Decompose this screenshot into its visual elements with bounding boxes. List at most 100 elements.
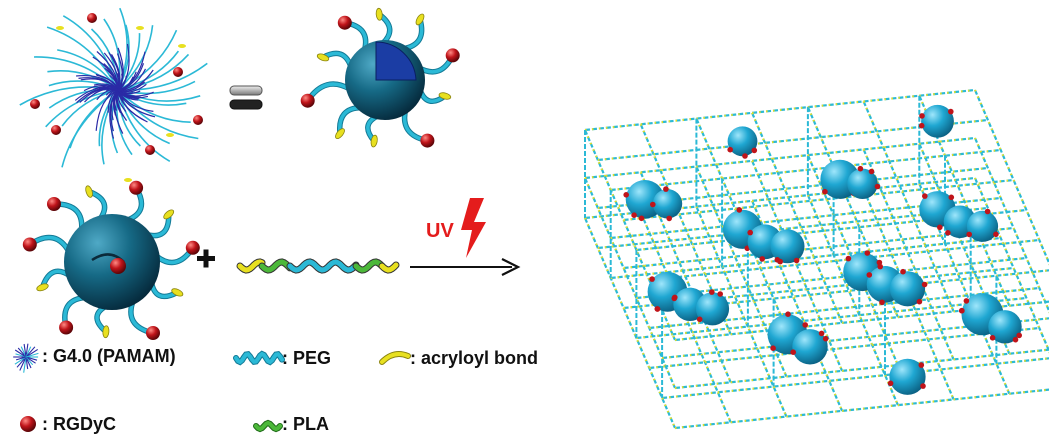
rgd-bead xyxy=(879,299,885,306)
network-dendrimer xyxy=(889,271,926,307)
legend-peg-icon xyxy=(234,351,284,365)
peg-pla-crosslinker xyxy=(236,258,400,274)
network-crosslink xyxy=(674,348,1049,389)
network-crosslink xyxy=(674,300,1049,341)
rgd-bead xyxy=(866,272,873,278)
network-strand xyxy=(661,357,1049,400)
network-crosslink xyxy=(623,179,1014,221)
rgd-bead xyxy=(445,48,460,63)
network-strand xyxy=(973,137,1049,314)
functionalized-dendrimer-bottom xyxy=(22,180,200,340)
rgd-bead xyxy=(623,192,629,198)
dendrimer-core-branch xyxy=(110,73,119,91)
rgd-bead xyxy=(922,193,928,199)
rgd-bead xyxy=(51,125,61,135)
legend-dendrimer-icon xyxy=(25,356,29,370)
equals-icon xyxy=(229,85,263,110)
network-dendrimer xyxy=(695,292,730,326)
rgd-bead xyxy=(948,194,955,201)
dendrimer-core-branch xyxy=(117,63,145,91)
acryloyl-tip xyxy=(36,283,49,292)
acryloyl-tip xyxy=(166,133,174,137)
acryloyl-tip xyxy=(124,178,132,182)
acryloyl-tip xyxy=(85,185,93,198)
acryloyl-tip xyxy=(163,209,175,220)
dendrimer-core-branch xyxy=(74,86,119,101)
rgd-bead xyxy=(818,330,825,337)
network-crosslink xyxy=(974,89,1049,266)
network-crosslink xyxy=(695,206,788,417)
legend-dendrimer-icon xyxy=(25,356,32,369)
chain-segment xyxy=(259,259,293,273)
rgd-bead xyxy=(887,380,894,387)
rgd-bead xyxy=(921,281,928,288)
legend-dendrimer-icon xyxy=(14,356,27,365)
rgd-bead xyxy=(759,256,765,262)
rgd-bead xyxy=(919,113,925,119)
acryloyl-tip xyxy=(438,92,452,100)
reaction-arrow-icon xyxy=(410,258,521,276)
rgd-bead xyxy=(742,153,748,159)
legend-dendrimer-icon xyxy=(17,347,27,358)
network-crosslink xyxy=(751,160,844,372)
dendrimer-arm xyxy=(117,89,199,140)
rgd-bead xyxy=(649,276,655,282)
acryloyl-tip xyxy=(415,13,425,26)
network-crosslink xyxy=(751,112,844,324)
acryloyl-tip xyxy=(56,26,64,30)
rgd-bead xyxy=(868,168,875,175)
acryloyl-tip xyxy=(316,53,330,62)
rgd-bead xyxy=(650,201,656,208)
network-dendrimer xyxy=(921,104,954,138)
rgd-bead xyxy=(736,207,743,213)
legend-dendrimer-icon xyxy=(19,356,27,371)
network-crosslink xyxy=(623,227,1014,269)
rgd-bead xyxy=(420,133,435,148)
rgd-bead xyxy=(717,291,723,297)
rgd-bead xyxy=(638,215,645,222)
rgd-bead xyxy=(857,165,864,172)
network-crosslink xyxy=(636,297,1027,339)
dendrimer-arm xyxy=(46,26,119,91)
rgd-bead xyxy=(966,231,972,238)
network-crosslink xyxy=(636,209,1027,251)
acryloyl-tip xyxy=(335,128,345,139)
dendrimer-core-branch xyxy=(117,43,130,91)
legend-icons xyxy=(13,343,411,433)
rgd-bead xyxy=(110,258,126,274)
network-crosslink xyxy=(674,388,1049,429)
legend-dendrimer-icon xyxy=(25,343,29,358)
dendrimer-core-branch xyxy=(116,89,128,121)
rgd-bead xyxy=(900,268,906,275)
rgd-bead xyxy=(948,108,954,115)
legend-dendrimer-icon xyxy=(25,346,36,358)
legend-label-rgd: : RGDyC xyxy=(42,414,117,434)
rgd-bead xyxy=(993,231,999,238)
network-dendrimer xyxy=(988,310,1022,344)
rgd-bead xyxy=(654,306,661,312)
rgd-bead xyxy=(300,93,315,108)
rgd-bead xyxy=(337,15,352,30)
rgd-bead xyxy=(937,224,943,231)
dendrimer-core-branch xyxy=(117,89,141,98)
network-dendrimer xyxy=(792,329,828,365)
network-strand xyxy=(973,89,1049,266)
network-crosslink xyxy=(610,197,1001,239)
network-dendrimer xyxy=(847,168,878,199)
legend-dendrimer-icon xyxy=(25,352,39,358)
dendrimer-core-branch xyxy=(113,89,119,102)
network-crosslink xyxy=(597,119,989,161)
rgd-bead xyxy=(30,99,40,109)
chain-segment xyxy=(353,259,385,273)
rgd-bead xyxy=(963,298,970,304)
network-crosslink xyxy=(584,137,976,179)
legend-dendrimer-icon xyxy=(23,356,27,373)
acryloyl-tip xyxy=(375,7,383,21)
rgd-bead xyxy=(793,257,800,264)
network-crosslink xyxy=(636,257,1027,299)
legend-dendrimer-icon xyxy=(23,343,27,358)
network-dendrimer xyxy=(770,229,805,264)
rgd-bead xyxy=(193,115,203,125)
rgd-bead xyxy=(663,186,669,192)
